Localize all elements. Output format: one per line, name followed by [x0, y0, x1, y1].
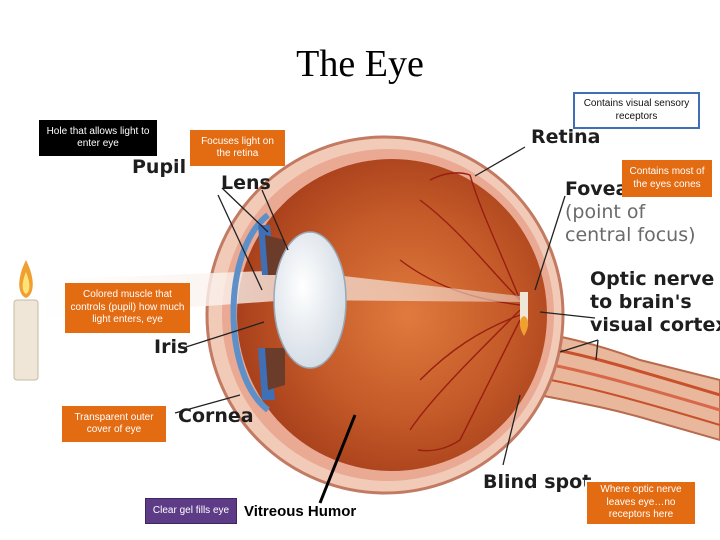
label-fovea: Fovea	[565, 178, 629, 200]
callout-vitreous: Clear gel fills eye	[145, 498, 237, 524]
label-retina: Retina	[531, 126, 601, 148]
label-cornea: Cornea	[178, 405, 254, 427]
callout-lens: Focuses light on the retina	[190, 130, 285, 166]
label-fovea-desc-1: (point of	[565, 201, 646, 223]
label-optic-nerve-3: visual cortex	[590, 314, 720, 336]
callout-cornea: Transparent outer cover of eye	[62, 406, 166, 442]
lens	[273, 231, 347, 369]
label-optic-nerve-2: to brain's	[590, 291, 692, 313]
page-title: The Eye	[296, 43, 424, 85]
label-vitreous-humor: Vitreous Humor	[244, 503, 357, 520]
label-blind-spot: Blind spot	[483, 471, 592, 493]
label-lens: Lens	[221, 172, 271, 194]
callout-retina: Contains visual sensory receptors	[573, 92, 700, 129]
label-pupil: Pupil	[132, 156, 187, 178]
candle-illustration	[13, 260, 39, 381]
label-optic-nerve: Optic nerve	[590, 268, 715, 290]
optic-nerve	[513, 328, 720, 442]
vitreous-pointer	[318, 414, 357, 504]
cornea	[230, 212, 270, 413]
callout-blind-spot: Where optic nerve leaves eye…no receptor…	[585, 480, 697, 526]
label-fovea-desc-2: central focus)	[565, 224, 696, 246]
label-iris: Iris	[154, 336, 189, 358]
callout-fovea: Contains most of the eyes cones	[622, 160, 712, 197]
callout-iris: Colored muscle that controls (pupil) how…	[65, 283, 190, 333]
callout-pupil: Hole that allows light to enter eye	[39, 120, 157, 156]
leader-lines	[174, 146, 599, 466]
retinal-image	[519, 292, 529, 336]
